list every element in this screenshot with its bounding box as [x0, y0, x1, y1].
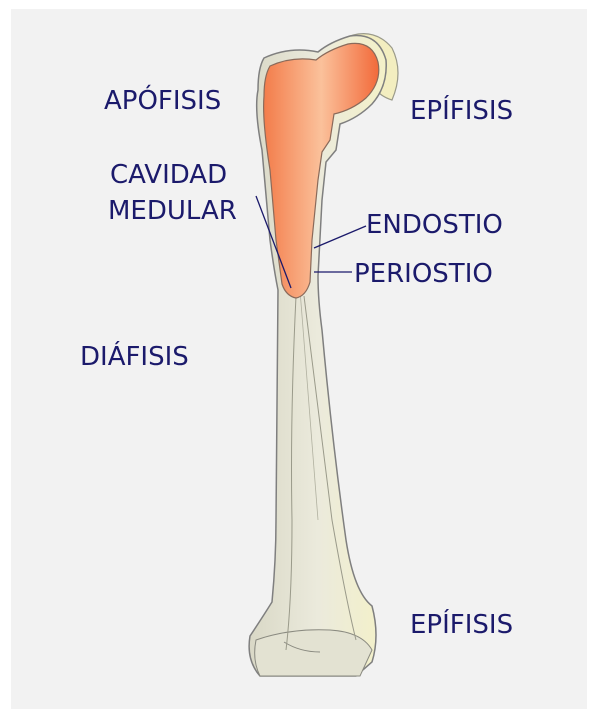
label-cavidad-line1: CAVIDAD — [110, 160, 227, 190]
label-diafisis: DIÁFISIS — [80, 342, 189, 372]
label-epifisis-top: EPÍFISIS — [410, 96, 513, 126]
lower-epiphysis-shade — [255, 630, 372, 676]
label-periostio: PERIOSTIO — [354, 259, 493, 289]
endostio-pointer-line — [314, 226, 366, 248]
label-apofisis: APÓFISIS — [104, 86, 221, 116]
label-epifisis-bottom: EPÍFISIS — [410, 610, 513, 640]
label-endostio: ENDOSTIO — [366, 210, 503, 240]
label-cavidad-line2: MEDULAR — [108, 196, 237, 226]
